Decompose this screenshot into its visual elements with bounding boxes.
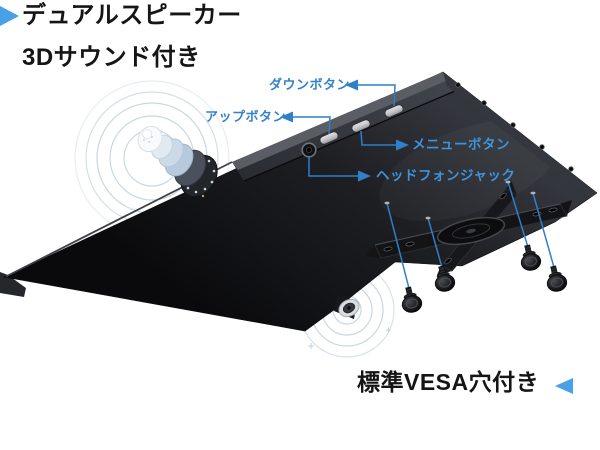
dual-speaker-triangle-icon xyxy=(0,6,19,26)
up-button-label: アップボタン xyxy=(205,109,287,124)
menu-button-connector xyxy=(360,130,396,146)
callout-connectors xyxy=(293,84,396,177)
panel-screw-hole-marks xyxy=(384,180,536,220)
magnet-perforations xyxy=(184,159,216,198)
vesa-screw xyxy=(520,244,542,271)
vesa-screws xyxy=(401,244,568,313)
dual-speaker-heading-line2: 3Dサウンド付き xyxy=(22,44,201,71)
side-buttons xyxy=(319,104,404,145)
bottom-speaker-graphic xyxy=(334,295,360,319)
menu-button-pill xyxy=(351,119,371,133)
callout-arrowheads xyxy=(280,79,409,182)
vesa-screw xyxy=(401,286,423,313)
headphone-jack-label: ヘッドフォンジャック xyxy=(376,168,516,183)
dual-speaker-heading-line1: デュアルスピーカー xyxy=(22,2,242,29)
speaker-driver-graphic xyxy=(137,125,218,198)
headphone-jack-hole xyxy=(301,142,317,158)
up-button-pill xyxy=(319,131,339,145)
menu-button-label: メニューボタン xyxy=(412,137,510,152)
vesa-triangle-icon xyxy=(555,378,573,394)
down-button-connector xyxy=(358,84,396,107)
menu-button-arrowhead-icon xyxy=(396,139,409,151)
headphone-jack-connector xyxy=(308,157,358,177)
monitor-underside xyxy=(0,71,598,332)
vesa-heading: 標準VESA穴付き xyxy=(357,369,540,395)
vesa-screw xyxy=(546,265,568,292)
band-seam xyxy=(243,90,456,182)
monitor-back-panel xyxy=(3,71,598,332)
down-button-pill xyxy=(384,104,404,118)
up-button-arrowhead-icon xyxy=(280,111,293,123)
vesa-screw xyxy=(434,265,456,292)
down-button-label: ダウンボタン xyxy=(269,77,351,92)
monitor-corner-lip xyxy=(0,272,26,297)
up-button-connector xyxy=(293,116,331,135)
down-button-arrowhead-icon xyxy=(345,79,358,91)
headphone-jack-arrowhead-icon xyxy=(358,170,371,182)
edge-screw-holes xyxy=(455,82,574,172)
